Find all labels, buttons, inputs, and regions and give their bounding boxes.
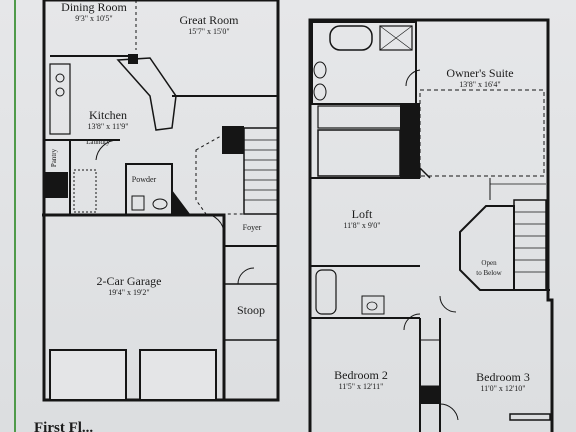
bedroom-2-dims: 11'5" x 12'11" — [339, 382, 384, 391]
powder-label: Powder — [132, 175, 157, 184]
bedroom-2-label: Bedroom 2 — [334, 368, 388, 382]
upper-stairs — [513, 199, 547, 291]
kitchen-dims: 13'8" x 11'9" — [87, 122, 128, 131]
stoop-label: Stoop — [237, 303, 265, 317]
shower — [379, 25, 413, 51]
garage-label: 2-Car Garage — [97, 274, 162, 288]
margin-accent-line — [14, 0, 16, 432]
hall-bathtub — [315, 269, 337, 315]
garage-door-left — [49, 349, 127, 401]
second-floor-outer-wall — [308, 18, 554, 432]
garage-dims: 19'4" x 19'2" — [108, 288, 149, 297]
bedroom-3-dims: 11'0" x 12'10" — [480, 384, 525, 393]
stoop-outline — [223, 283, 279, 341]
dining-room-label: Dining Room — [61, 0, 127, 14]
kitchen-counter — [49, 63, 71, 135]
garage-door-right — [139, 349, 217, 401]
dining-room-dims: 9'3" x 10'5" — [75, 14, 112, 23]
stairs — [243, 127, 279, 215]
laundry-label: Laundry — [86, 138, 110, 146]
open-to-below-label-line2: to Below — [476, 269, 502, 277]
great-room-dims: 15'7" x 15'0" — [188, 27, 229, 36]
owners-suite-label: Owner's Suite — [446, 66, 513, 80]
kitchen-island — [116, 57, 177, 131]
loft-label: Loft — [352, 207, 373, 221]
walk-in-closet — [317, 129, 401, 177]
great-room-label: Great Room — [180, 13, 240, 27]
bathtub — [329, 25, 373, 51]
open-to-below-outline — [459, 205, 515, 291]
foyer-label: Foyer — [243, 223, 262, 232]
open-to-below-label-line1: Open — [481, 259, 497, 267]
owners-bath — [311, 21, 417, 105]
second-floor-plan — [308, 18, 554, 432]
owners-suite-dims: 13'8" x 16'4" — [459, 80, 500, 89]
powder-room-wall — [125, 163, 173, 216]
bedroom-3-label: Bedroom 3 — [476, 370, 530, 384]
kitchen-label: Kitchen — [89, 108, 127, 122]
pantry-label: Pantry — [50, 148, 58, 167]
first-floor-plan — [42, 0, 280, 402]
loft-dims: 11'8" x 9'0" — [343, 221, 380, 230]
first-floor-heading: First Fl... — [34, 420, 93, 432]
